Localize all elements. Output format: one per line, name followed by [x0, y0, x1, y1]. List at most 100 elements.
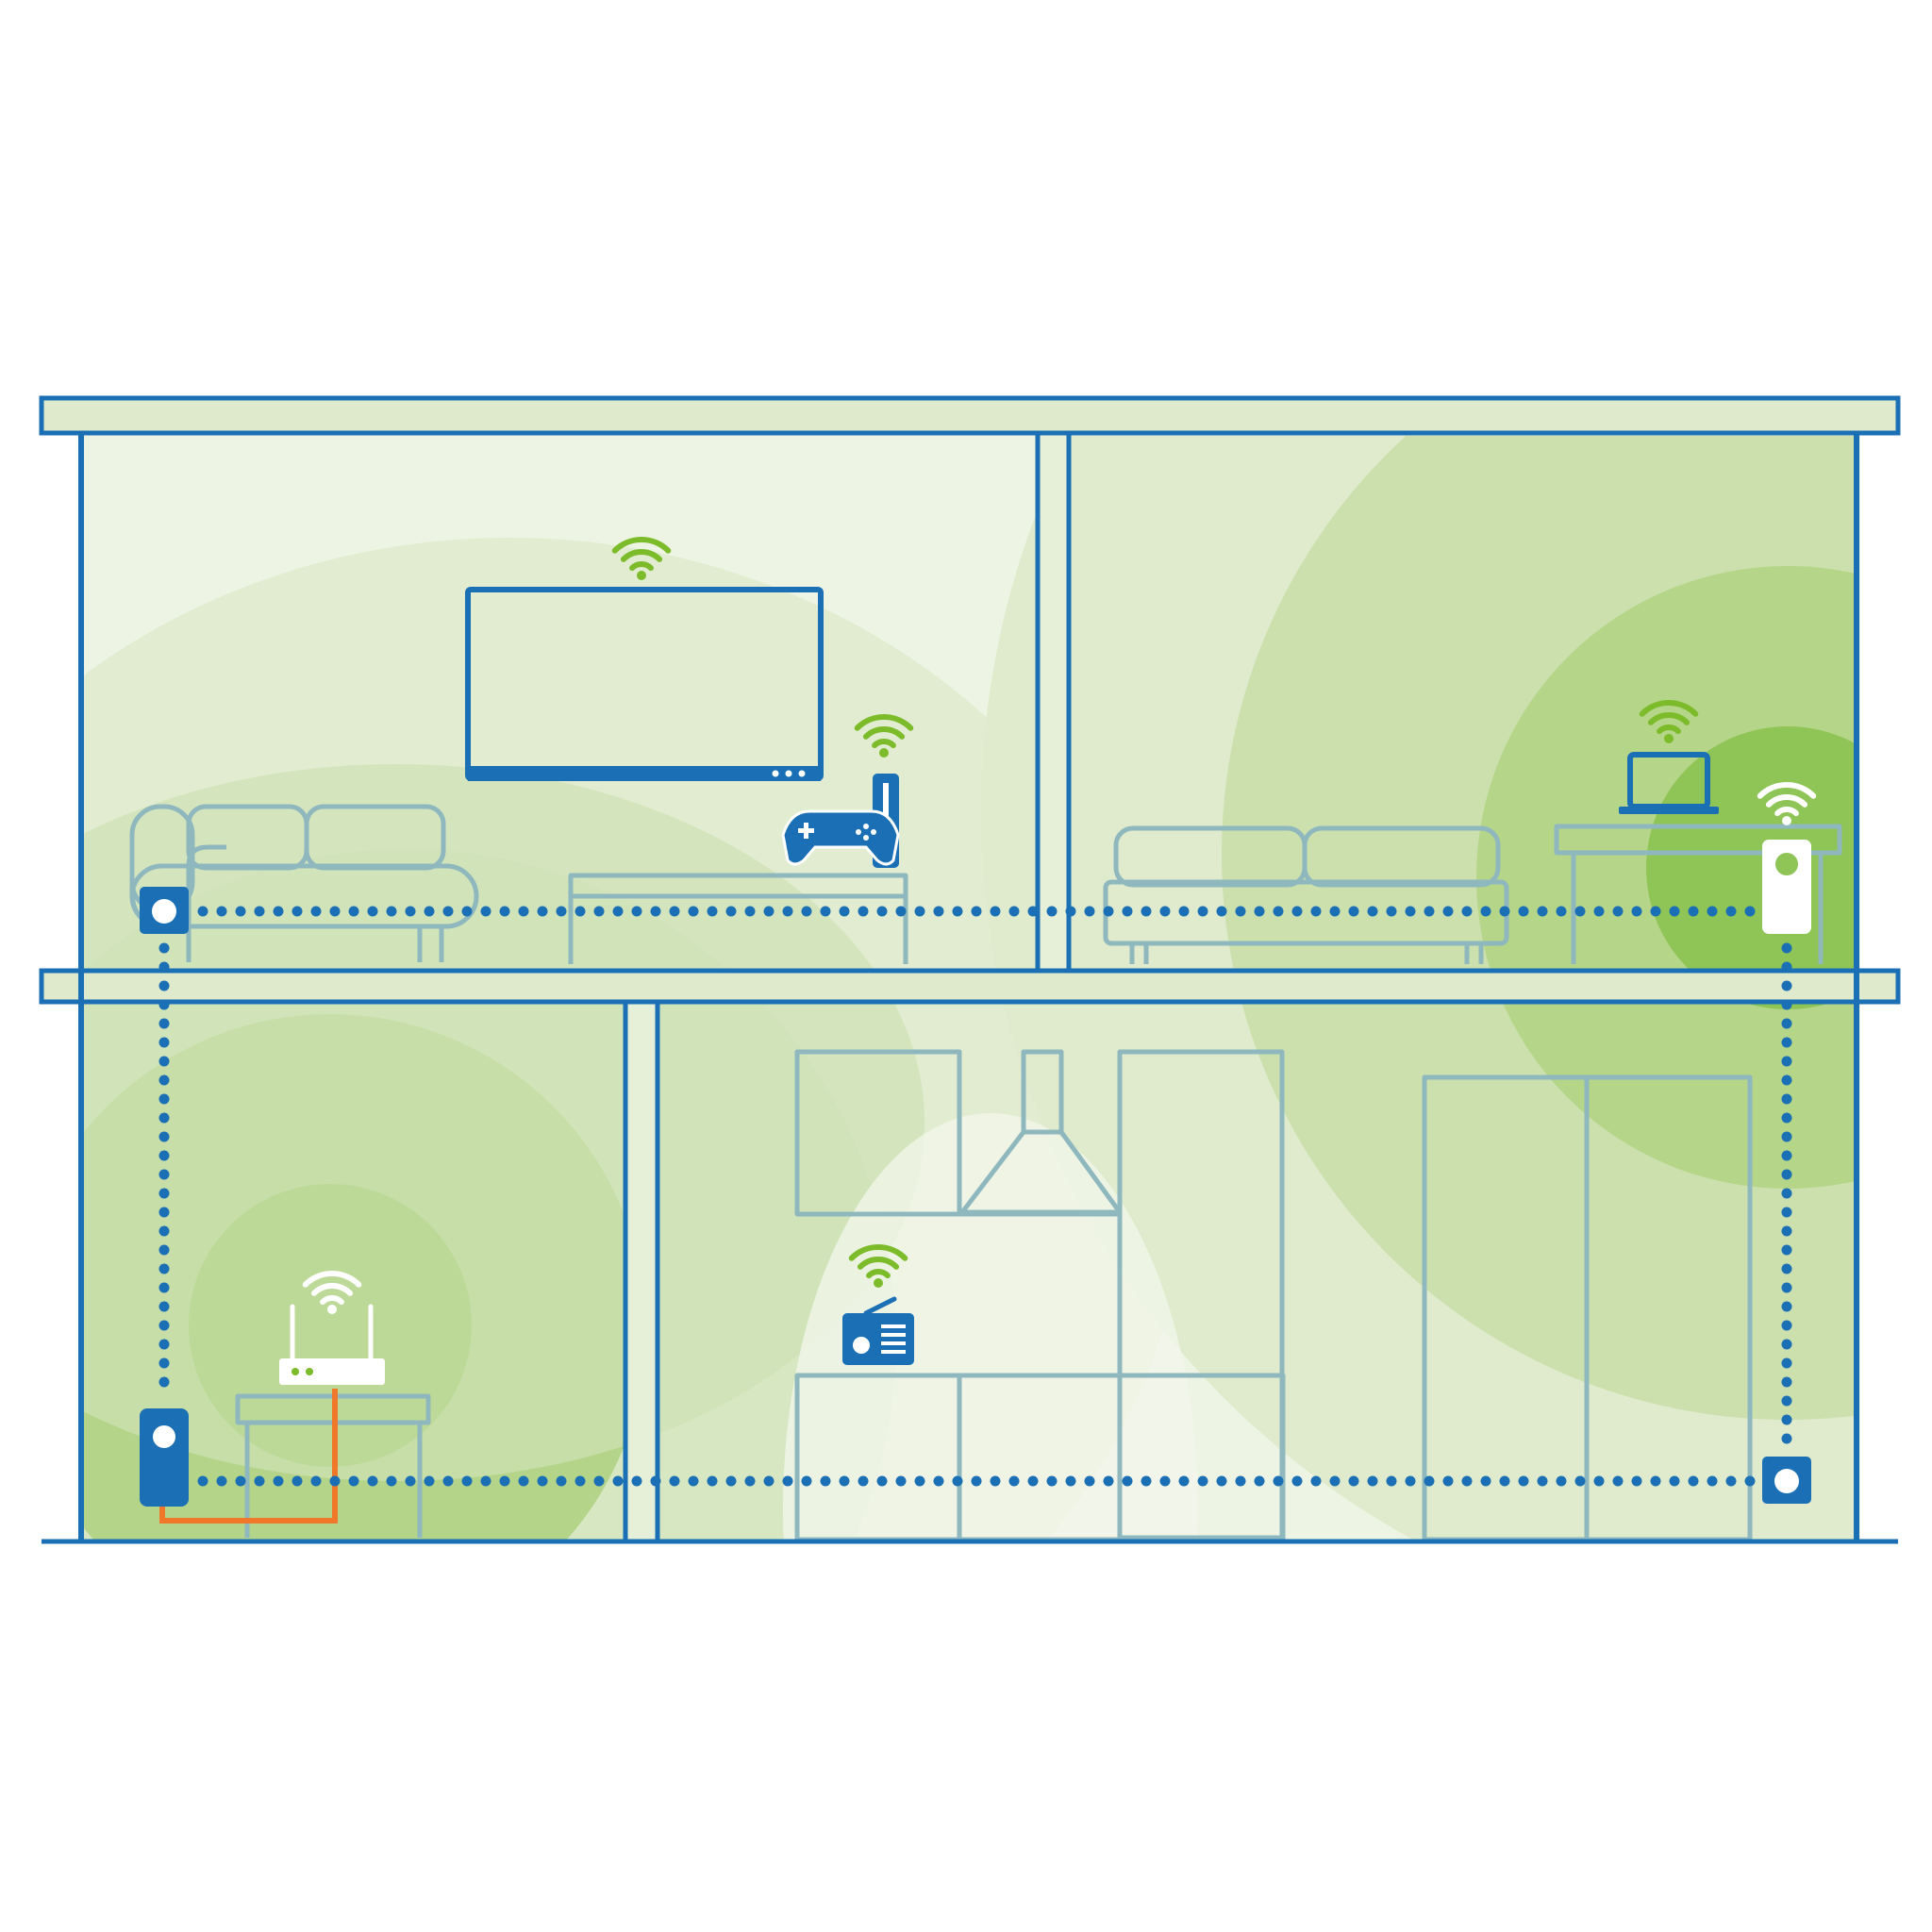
- powerline-dot: [876, 906, 888, 917]
- powerline-dot: [707, 1475, 718, 1487]
- powerline-dot: [1461, 1475, 1473, 1487]
- powerline-adapter-icon: [140, 887, 189, 934]
- wifi-icon: [848, 1244, 908, 1288]
- powerline-dot: [1291, 906, 1303, 917]
- powerline-dot: [1593, 1475, 1605, 1487]
- powerline-dot: [1310, 906, 1322, 917]
- powerline-dot: [688, 1475, 699, 1487]
- powerline-dot: [158, 1112, 170, 1124]
- powerline-dot: [158, 1018, 170, 1029]
- wifi-icon: [611, 537, 672, 580]
- powerline-dot: [480, 906, 491, 917]
- powerline-dot: [669, 1475, 680, 1487]
- powerline-dot: [1556, 1475, 1567, 1487]
- powerline-dot: [197, 906, 208, 917]
- tv-icon: [465, 587, 824, 781]
- powerline-dot: [1612, 1475, 1624, 1487]
- powerline-dot: [744, 906, 756, 917]
- laptop-icon: [1619, 752, 1719, 814]
- powerline-adapter-icon: [1762, 840, 1811, 934]
- powerline-dot: [1781, 942, 1792, 954]
- powerline-dot: [575, 1475, 586, 1487]
- powerline-dot: [1103, 906, 1114, 917]
- powerline-dot: [952, 1475, 963, 1487]
- powerline-dot: [329, 906, 341, 917]
- powerline-dot: [1159, 906, 1171, 917]
- powerline-dot: [537, 1475, 548, 1487]
- powerline-dot: [1235, 1475, 1246, 1487]
- powerline-dot: [1480, 906, 1491, 917]
- powerline-dot: [1650, 1475, 1661, 1487]
- powerline-dot: [1781, 1320, 1792, 1331]
- powerline-dot: [1499, 1475, 1510, 1487]
- powerline-dot: [461, 906, 473, 917]
- powerline-dot: [1065, 1475, 1076, 1487]
- powerline-dot: [1631, 1475, 1642, 1487]
- powerline-dot: [1669, 906, 1680, 917]
- powerline-dot: [971, 906, 982, 917]
- powerline-dot: [1707, 906, 1718, 917]
- powerline-dot: [820, 906, 831, 917]
- powerline-dot: [1744, 906, 1756, 917]
- powerline-dot: [537, 906, 548, 917]
- powerline-dot: [1424, 1475, 1435, 1487]
- powerline-dot: [839, 1475, 850, 1487]
- wifi-icon: [1757, 782, 1817, 825]
- powerline-dot: [1781, 1282, 1792, 1293]
- powerline-dot: [1216, 1475, 1227, 1487]
- powerline-dot: [1141, 906, 1152, 917]
- powerline-dot: [1781, 1433, 1792, 1444]
- powerline-dot: [933, 1475, 944, 1487]
- powerline-dot: [367, 1475, 378, 1487]
- powerline-dot: [158, 1093, 170, 1105]
- powerline-dot: [688, 906, 699, 917]
- powerline-dot: [593, 1475, 605, 1487]
- upper-divider-wall: [1035, 430, 1072, 974]
- powerline-dot: [1178, 906, 1190, 917]
- powerline-dot: [1781, 1376, 1792, 1388]
- game-controller-icon: [781, 809, 900, 866]
- powerline-dot: [499, 1475, 510, 1487]
- powerline-dot: [1631, 906, 1642, 917]
- powerline-dot: [158, 1301, 170, 1312]
- powerline-dot: [1367, 1475, 1378, 1487]
- powerline-dot: [1254, 906, 1265, 917]
- powerline-dot: [1781, 999, 1792, 1010]
- powerline-dot: [858, 1475, 869, 1487]
- house-structure: [39, 395, 1901, 1544]
- powerline-dot: [782, 906, 793, 917]
- powerline-dot: [158, 1188, 170, 1199]
- powerline-dot: [914, 906, 925, 917]
- powerline-dot: [914, 1475, 925, 1487]
- powerline-dot: [1781, 1395, 1792, 1407]
- powerline-dot: [518, 906, 529, 917]
- powerline-dot: [158, 1074, 170, 1086]
- powerline-dot: [1688, 1475, 1699, 1487]
- powerline-dot: [158, 1225, 170, 1237]
- powerline-dot: [1781, 1339, 1792, 1350]
- powerline-dot: [386, 906, 397, 917]
- powerline-dot: [1273, 906, 1284, 917]
- powerline-dot: [1781, 1414, 1792, 1425]
- powerline-dot: [801, 906, 812, 917]
- powerline-dot: [1781, 1207, 1792, 1218]
- powerline-dot: [158, 1056, 170, 1067]
- powerline-dot: [1254, 1475, 1265, 1487]
- powerline-dot: [348, 906, 359, 917]
- powerline-dot: [158, 1320, 170, 1331]
- powerline-dot: [1725, 906, 1737, 917]
- powerline-dot: [1084, 906, 1095, 917]
- powerline-dot: [1688, 906, 1699, 917]
- powerline-dot: [1027, 1475, 1039, 1487]
- powerline-dot: [1084, 1475, 1095, 1487]
- powerline-dot: [1197, 1475, 1208, 1487]
- powerline-dot: [1405, 1475, 1416, 1487]
- powerline-dot: [158, 1339, 170, 1350]
- powerline-dot: [1781, 1112, 1792, 1124]
- powerline-adapter-icon: [1762, 1457, 1811, 1504]
- powerline-dot: [1008, 1475, 1020, 1487]
- wifi-icon: [302, 1271, 362, 1314]
- powerline-dot: [1650, 906, 1661, 917]
- roof-slab: [39, 395, 1901, 436]
- powerline-dot: [1442, 906, 1454, 917]
